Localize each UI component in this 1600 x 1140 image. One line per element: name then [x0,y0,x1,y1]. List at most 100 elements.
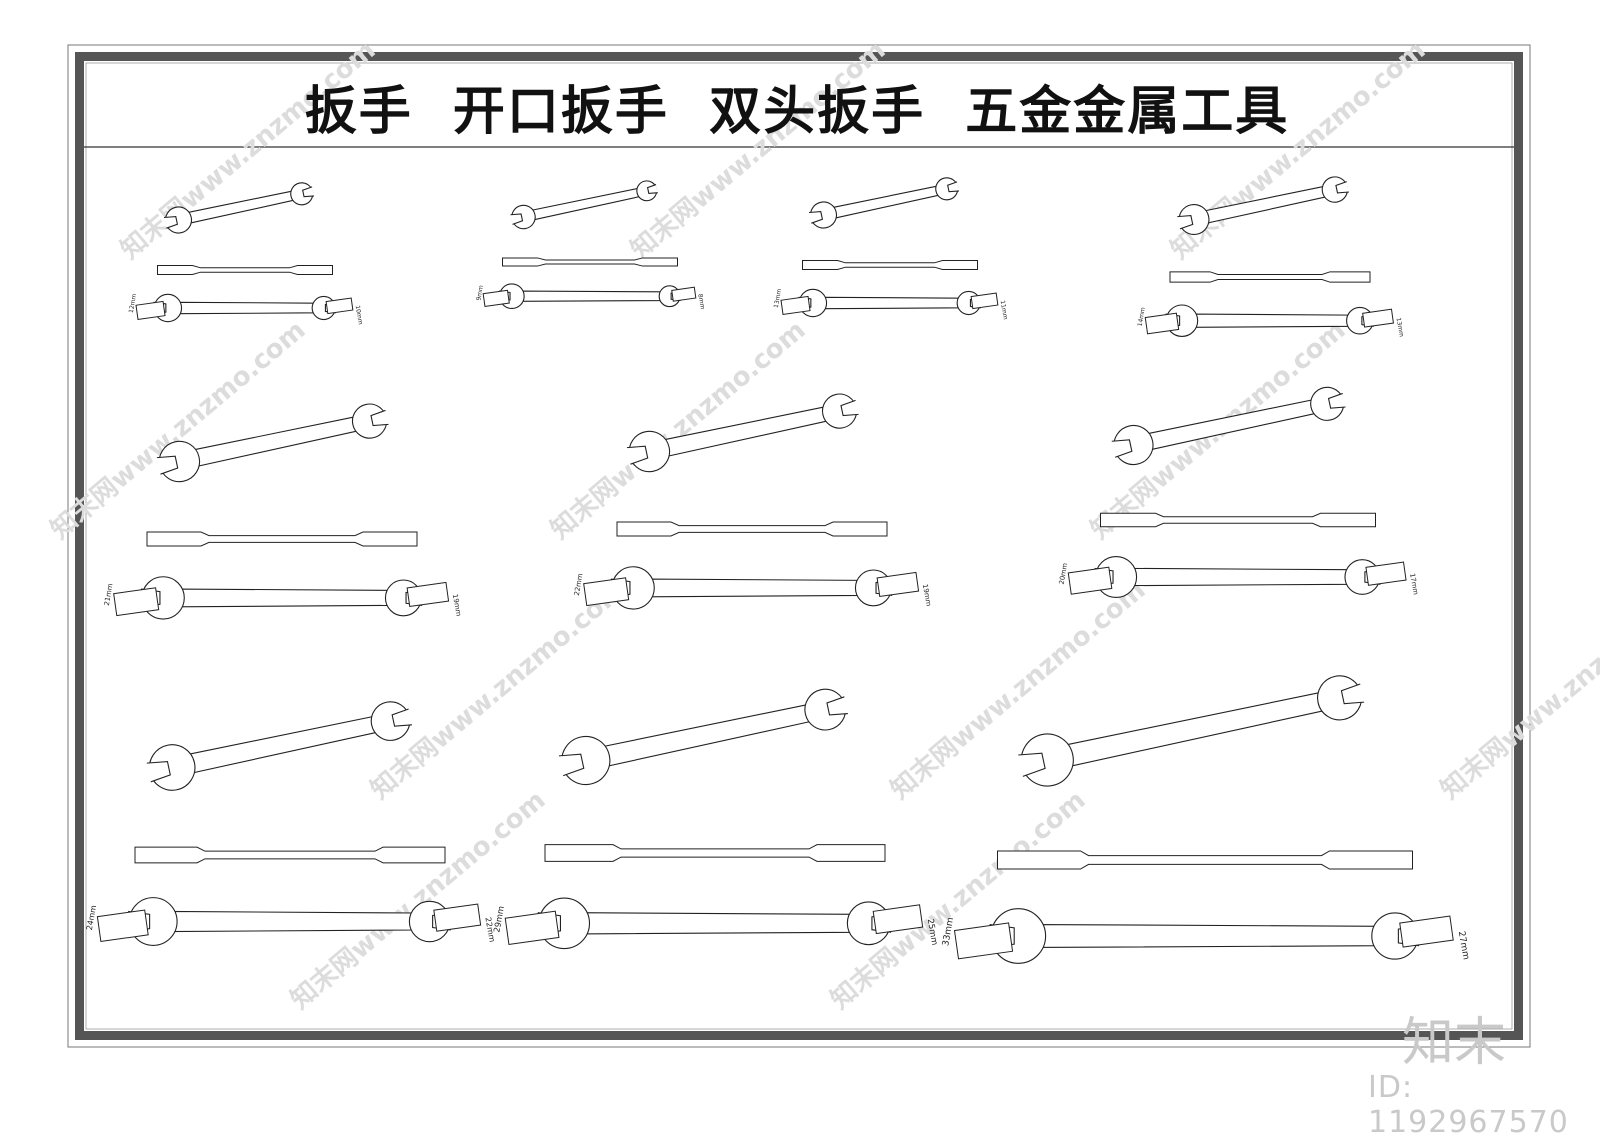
wrench-jaw-right [370,409,389,427]
wrench-jaw-left [146,760,171,783]
profile-bar [616,521,888,537]
bolt-right [872,904,924,935]
wrench-side-profile [544,844,886,862]
wrench-jaw-left [558,753,585,777]
wrench-icon [510,180,658,230]
wrench-jaw-left [808,211,824,224]
size-label-left: 9mm [475,285,485,302]
wrench-front-view: 21mm 19mm [103,576,463,620]
wrench-jaw-right [947,181,960,193]
wrench-front-view: 9mm 8mm [475,283,706,310]
wrench-cell: 14mm 13mm [1137,176,1405,338]
size-label-right: 19mm [451,593,463,617]
size-label-left: 20mm [1058,562,1070,585]
wrench-jaw-right [1340,683,1365,705]
wrench-icon [153,293,336,323]
wrench-icon [140,576,423,620]
wrench-shank [1190,313,1353,328]
wrench-icon [610,566,893,610]
wrench-shank [175,588,394,608]
wrench-cell: 9mm 8mm [475,180,706,310]
wrench-top-view [1111,386,1346,466]
size-label-left: 21mm [103,583,115,607]
wrench-side-profile [157,265,333,275]
wrench-jaw-right [391,708,413,727]
wrench-top-view [163,182,315,234]
size-label-right: 11mm [999,300,1009,320]
wrench-side-profile [1100,512,1376,528]
wrench-front-view: 13mm 11mm [773,288,1009,320]
wrench-side-profile [502,257,678,267]
bolt-right [1399,915,1454,948]
profile-bar [1169,271,1371,283]
bolt-left [1067,566,1113,595]
wrench-icon [798,288,981,318]
wrench-shank [597,703,816,769]
watermark-logo: 知末 [1402,1013,1507,1073]
size-label-left: 22mm [573,573,585,597]
outer-border [67,44,1531,1048]
bolt-right [433,903,482,932]
wrench-top-view [626,393,859,473]
size-label-right: 10mm [354,305,364,325]
size-label-right: 25mm [926,918,940,946]
wrench-front-view: 14mm 13mm [1137,304,1405,338]
bolt-left [113,587,160,617]
profile-bar [146,531,418,547]
watermark-text: 知末网www.znzmo.com [825,785,1091,1015]
profile-bar [1100,512,1376,528]
size-label-right: 8mm [696,293,706,310]
wrench-icon [989,908,1420,964]
bolt-right [406,581,450,608]
wrench-shank [820,296,963,310]
wrench-top-view [1018,675,1365,787]
wrench-cell: 20mm 17mm [1058,386,1420,599]
wrench-jaw-left [156,455,179,475]
wrench-top-view [146,701,413,791]
page-title: 扳手 开口扳手 双头扳手 五金金属工具 [304,81,1290,142]
size-label-left: 14mm [1137,307,1147,327]
wrench-jaw-left [1018,752,1046,777]
watermark-text: 知末网www.znzmo.com [885,575,1151,805]
wrench-jaw-right [1335,181,1349,194]
profile-bar [134,846,446,864]
profile-bar [802,260,978,270]
wrench-icon [558,688,848,786]
wrench-icon [498,283,681,310]
wrench-top-view [1177,176,1349,235]
wrench-shank [578,912,857,935]
wrench-cell: 21mm 19mm [103,403,463,620]
size-label-right: 22mm [483,916,496,943]
wrench-shank [518,290,664,302]
bolt-left [1144,312,1180,335]
wrench-top-view [558,688,848,786]
bolt-left [583,577,630,607]
wrench-shank [1034,923,1382,949]
wrench-side-profile [134,846,446,864]
wrench-jaw-left [626,445,649,465]
wrench-jaw-right [646,184,658,194]
size-label-left: 29mm [491,905,505,933]
wrench-shank [645,578,864,598]
bolt-left [135,300,166,320]
wrench-icon [537,897,892,950]
size-label-left: 13mm [773,288,783,308]
wrench-icon [163,182,315,234]
bolt-right [1365,561,1407,586]
wrench-cell: 13mm 11mm [773,177,1009,320]
inner-border [85,62,1513,1030]
wrench-top-view [156,403,389,483]
wrench-jaw-left [1111,439,1133,458]
wrench-shank [182,714,382,775]
size-label-right: 17mm [1408,573,1420,596]
wrench-side-profile [997,850,1413,870]
bolt-right [671,286,697,302]
size-label-right: 13mm [1395,317,1405,337]
wrench-icon [146,701,413,791]
